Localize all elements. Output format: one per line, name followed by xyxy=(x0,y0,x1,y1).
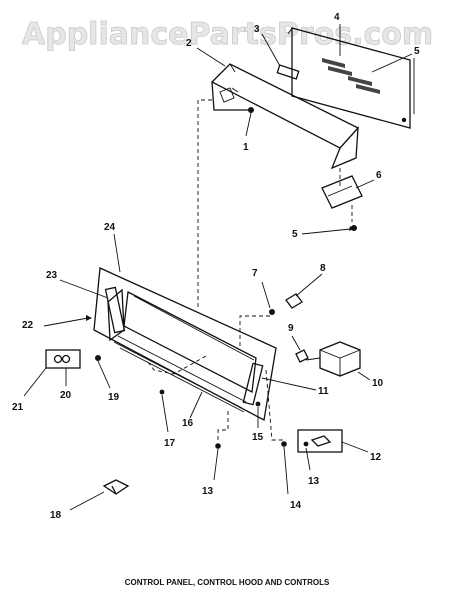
watermark-text: AppliancePartsPros.com xyxy=(22,17,433,52)
control-hood-part xyxy=(210,63,360,170)
clip-part-9 xyxy=(291,335,309,363)
callout-6: 6 xyxy=(376,170,382,181)
screw-part-13-left xyxy=(213,410,229,481)
callout-24: 24 xyxy=(104,222,116,233)
callout-12: 12 xyxy=(370,452,382,463)
screw-part-5 xyxy=(301,225,357,235)
callout-leaders xyxy=(59,24,415,299)
screw-part-15 xyxy=(255,401,261,428)
callout-2: 2 xyxy=(186,38,192,49)
callout-9: 9 xyxy=(288,323,294,334)
callout-15: 15 xyxy=(252,432,264,443)
callout-10: 10 xyxy=(372,378,384,389)
callout-8: 8 xyxy=(320,263,326,274)
callout-16: 16 xyxy=(182,418,194,429)
back-panel-part xyxy=(287,27,411,129)
callout-17: 17 xyxy=(164,438,176,449)
callout-7: 7 xyxy=(252,268,258,279)
control-panel-part xyxy=(93,267,277,421)
diagram-caption: CONTROL PANEL, CONTROL HOOD AND CONTROLS xyxy=(125,578,330,587)
screw-part-1 xyxy=(245,107,254,137)
switch-part-8 xyxy=(285,273,323,309)
knob-part xyxy=(69,479,130,511)
callout-21: 21 xyxy=(12,402,24,413)
callout-19: 19 xyxy=(108,392,120,403)
callout-18: 18 xyxy=(50,510,62,521)
callout-22: 22 xyxy=(22,320,34,331)
leader-11 xyxy=(261,377,317,391)
switch-bracket-part xyxy=(281,429,369,495)
screw-part-22 xyxy=(43,315,92,327)
nut-part-7 xyxy=(261,281,275,315)
callout-23: 23 xyxy=(46,270,58,281)
nut-part-19 xyxy=(95,355,111,389)
callout-14: 14 xyxy=(290,500,302,511)
callout-11: 11 xyxy=(318,386,329,397)
leader-16 xyxy=(189,391,203,419)
callout-5-top: 5 xyxy=(414,46,420,57)
callout-20: 20 xyxy=(60,390,72,401)
control-switch-part xyxy=(305,341,371,381)
control-bracket-part xyxy=(23,349,81,397)
callout-13-left: 13 xyxy=(202,486,214,497)
screw-part-17 xyxy=(159,389,169,433)
callout-3: 3 xyxy=(254,24,260,35)
callout-4: 4 xyxy=(334,12,340,23)
callout-13-right: 13 xyxy=(308,476,320,487)
bracket-part xyxy=(321,168,363,222)
callout-5-bottom: 5 xyxy=(292,229,298,240)
callout-1: 1 xyxy=(243,142,249,153)
